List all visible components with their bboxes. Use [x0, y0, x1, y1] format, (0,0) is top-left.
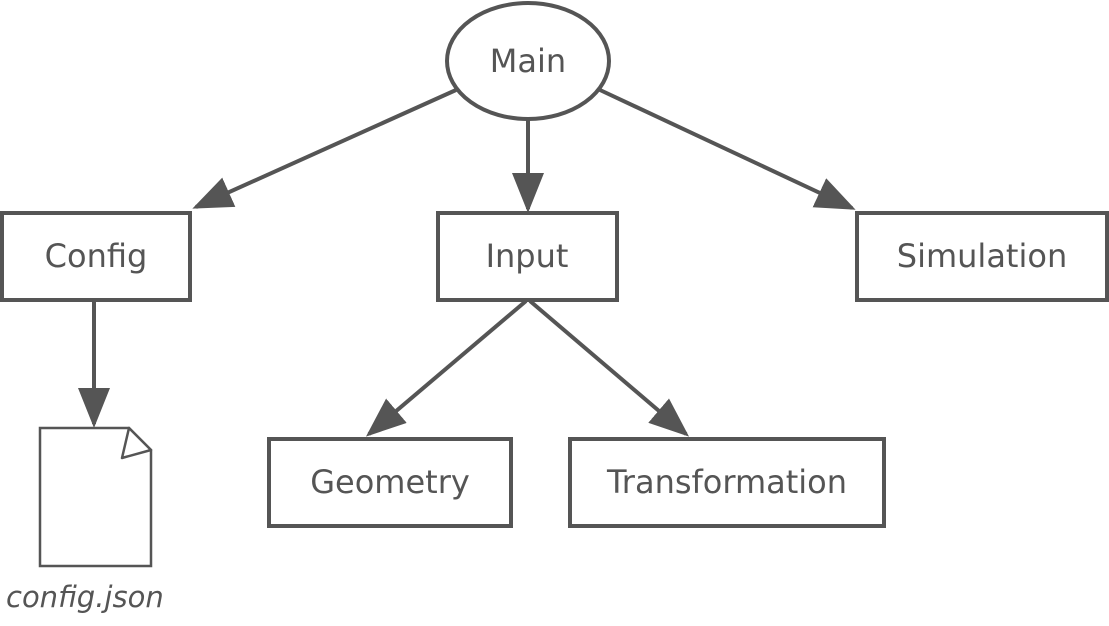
node-input: Input: [436, 211, 619, 302]
config-box: [0, 211, 192, 302]
edge-input-transformation: [528, 299, 690, 437]
transformation-label: Transformation: [606, 463, 847, 501]
node-simulation: Simulation: [855, 211, 1109, 302]
input-label: Input: [486, 237, 569, 275]
document-icon: [38, 426, 153, 568]
simulation-label: Simulation: [897, 237, 1067, 275]
edge-input-geometry: [365, 299, 528, 437]
file-label: config.json: [6, 580, 164, 614]
document-body: [38, 426, 153, 568]
main-label: Main: [490, 42, 566, 80]
node-config: Config: [0, 211, 192, 302]
geometry-label: Geometry: [310, 463, 470, 501]
input-box: [436, 211, 619, 302]
node-geometry: Geometry: [267, 437, 513, 528]
edge-main-config: [192, 88, 457, 209]
geometry-box: [267, 437, 513, 528]
simulation-box: [855, 211, 1109, 302]
config-label: Config: [45, 237, 148, 275]
node-transformation: Transformation: [568, 437, 886, 528]
edge-main-simulation: [599, 88, 856, 210]
node-main: Main: [445, 1, 611, 121]
document-fold: [120, 426, 153, 460]
main-ellipse: [445, 1, 611, 121]
transformation-box: [568, 437, 886, 528]
